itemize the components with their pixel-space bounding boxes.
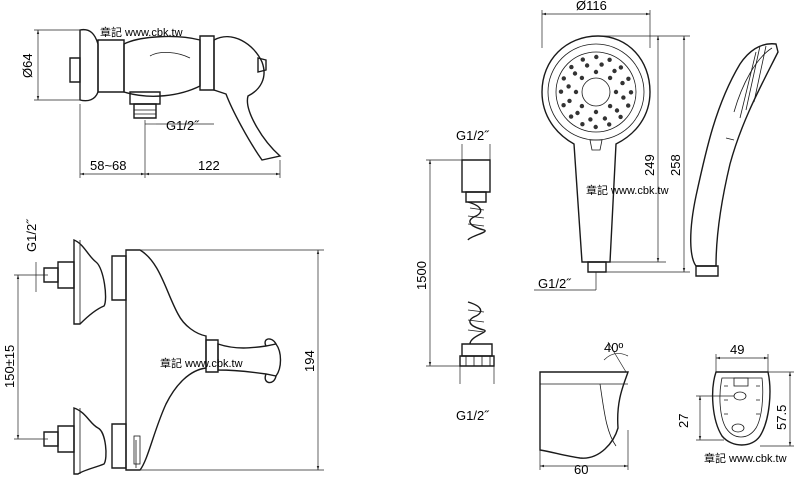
nozzle-dot [614, 108, 620, 113]
shower-holder [539, 341, 629, 459]
nozzle-dot [566, 84, 571, 89]
nozzle-dot [584, 63, 590, 68]
dim-head-258: 258 [668, 154, 683, 176]
holder-dims [539, 430, 629, 470]
wall-bracket [711, 371, 771, 446]
dim-bracket-h: 57.5 [774, 405, 789, 430]
nozzle-dot [618, 65, 624, 70]
nozzle-dot [612, 68, 617, 74]
nozzle-dot [580, 122, 585, 127]
nozzle-dot [579, 75, 585, 81]
dim-head-249: 249 [642, 154, 657, 176]
nozzle-dot [618, 114, 623, 120]
nozzle-dot [607, 57, 612, 62]
nozzle-dot [607, 103, 613, 109]
nozzle-dot [561, 76, 566, 81]
dim-hose-len: 1500 [414, 261, 429, 290]
nozzle-dot [599, 62, 604, 67]
dim-faucet-inlet: G1/2˝ [166, 118, 200, 133]
dim-bracket-27: 27 [676, 414, 691, 428]
dim-faucet-offset: 58~68 [90, 158, 127, 173]
nozzle-dot [593, 69, 599, 75]
nozzle-dot [602, 116, 608, 121]
watermark-3: 章記 www.cbk.tw [586, 183, 669, 197]
nozzle-dot [621, 95, 626, 100]
nozzle-dot [567, 98, 572, 104]
nozzle-dot [626, 76, 631, 82]
nozzle-dot [575, 110, 580, 116]
nozzle-dot [620, 80, 625, 86]
watermark-2: 章記 www.cbk.tw [160, 356, 243, 370]
dim-holder-angle: 40º [604, 340, 623, 355]
dim-hose-bottom: G1/2˝ [456, 408, 490, 423]
nozzle-dot [568, 114, 574, 119]
nozzle-dot [579, 103, 585, 109]
dim-head-dia: Ø116 [576, 0, 607, 13]
dim-bracket-w: 49 [730, 342, 744, 357]
faucet-top-view [69, 28, 282, 161]
nozzle-dot [588, 117, 593, 122]
dim-faucet-dia: Ø64 [20, 53, 35, 78]
nozzle-dot [593, 109, 599, 115]
faucet-front-view [43, 238, 282, 475]
nozzle-dot [569, 64, 574, 70]
dim-side-spacing: 150±15 [2, 345, 17, 388]
watermark-4: 章記 www.cbk.tw [704, 451, 787, 465]
dim-side-height: 194 [302, 350, 317, 372]
nozzle-dot [607, 122, 612, 127]
faucet-top-dims [34, 29, 281, 178]
nozzle-dot [626, 103, 631, 108]
nozzle-dot [561, 103, 566, 108]
nozzle-dot [594, 54, 599, 60]
nozzle-dot [580, 57, 585, 62]
dim-hose-top: G1/2˝ [456, 128, 490, 143]
dim-faucet-len: 122 [198, 158, 220, 173]
dim-holder-len: 60 [574, 462, 588, 477]
dim-head-thread: G1/2˝ [538, 276, 572, 291]
nozzle-dot [593, 124, 598, 130]
shower-head-side [690, 43, 779, 277]
nozzle-dot [628, 90, 634, 95]
watermark-1: 章記 www.cbk.tw [100, 25, 183, 39]
nozzle-dot [558, 89, 564, 94]
hose-drawing [459, 159, 495, 367]
bracket-dims [696, 354, 794, 447]
hose-dims [426, 144, 495, 384]
faucet-front-dims [14, 249, 324, 471]
nozzle-dot [573, 89, 579, 95]
nozzle-dot [607, 75, 613, 81]
shower-head-front-dims [534, 10, 690, 291]
nozzle-dot [572, 71, 578, 76]
dim-side-inlet: G1/2˝ [24, 218, 39, 252]
shower-head-front [541, 35, 651, 273]
nozzle-dot [613, 89, 619, 95]
